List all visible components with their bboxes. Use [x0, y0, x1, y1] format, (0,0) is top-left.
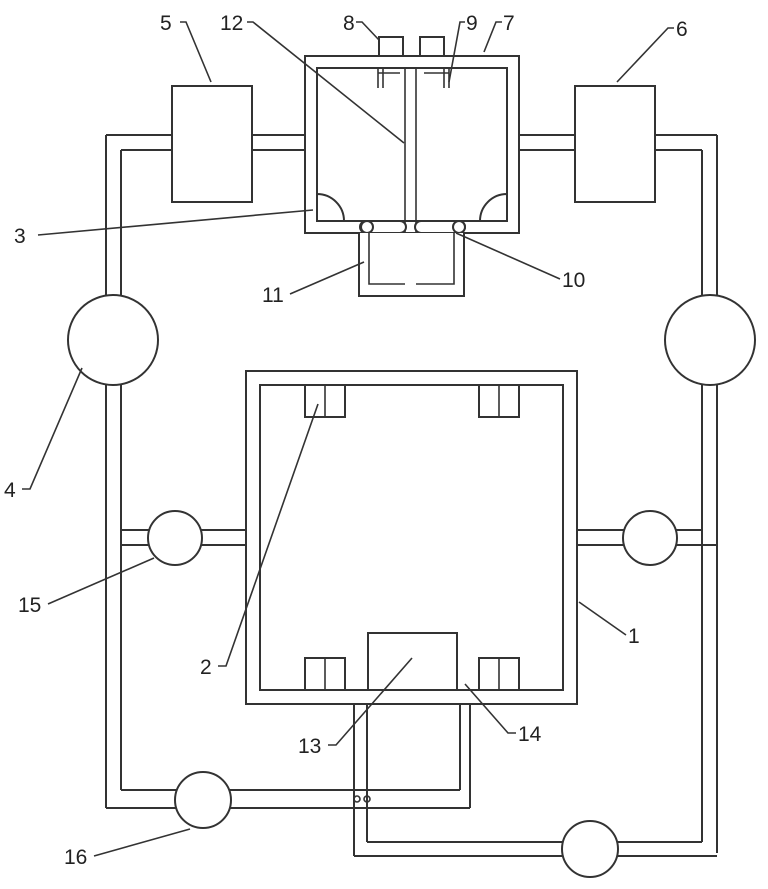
leader-15	[47, 557, 155, 605]
label-2: 2	[200, 656, 212, 679]
leader-2	[218, 403, 319, 667]
leader-6	[616, 27, 674, 83]
label-13: 13	[298, 735, 321, 758]
pump-16	[174, 771, 232, 829]
leader-10	[455, 232, 561, 280]
corner-3-right	[478, 192, 508, 222]
leader-1	[578, 601, 627, 636]
label-15: 15	[18, 594, 41, 617]
roller-10-a	[360, 220, 374, 234]
leader-14	[464, 683, 516, 734]
label-8: 8	[343, 12, 355, 35]
labels: 5 12 8 9 7 6 3 11 10 4 15 1 2 14 13 16	[4, 12, 688, 869]
container-7-inner	[316, 67, 508, 222]
valve-right	[622, 510, 678, 566]
leader-8	[356, 21, 380, 41]
roller-10-b	[452, 220, 466, 234]
label-9: 9	[466, 12, 478, 35]
valve-15	[147, 510, 203, 566]
leader-12	[247, 21, 405, 144]
leader-5	[180, 21, 212, 83]
leader-7	[483, 21, 502, 53]
leader-lines	[22, 21, 674, 857]
main-chamber-1	[245, 370, 578, 705]
label-6: 6	[676, 18, 688, 41]
pipe-crossing-2	[363, 795, 371, 803]
leader-16	[93, 828, 191, 857]
cap-8-left	[378, 36, 404, 57]
label-3: 3	[14, 225, 26, 248]
container-7	[304, 36, 520, 297]
leader-4	[22, 367, 83, 490]
device-13-box	[367, 632, 458, 691]
leader-9	[448, 21, 465, 83]
pump-bottom-right	[561, 820, 619, 878]
leader-13	[328, 657, 413, 746]
bracket-11-inner-right	[416, 233, 455, 285]
leader-3	[37, 209, 314, 236]
label-12: 12	[220, 12, 243, 35]
hook-9-left	[377, 68, 400, 88]
label-5: 5	[160, 12, 172, 35]
pump-4	[67, 294, 159, 386]
label-4: 4	[4, 479, 16, 502]
bracket-11-inner-left	[368, 233, 405, 285]
pipe-crossing-1	[353, 795, 361, 803]
corner-3-left	[316, 192, 346, 222]
label-14: 14	[518, 723, 542, 746]
label-10: 10	[562, 269, 585, 292]
label-11: 11	[262, 284, 284, 307]
pump-right-upper	[664, 294, 756, 386]
leader-11	[289, 261, 365, 295]
bracket-11	[358, 233, 465, 297]
label-1: 1	[628, 625, 640, 648]
pipe-network	[105, 134, 718, 857]
device-6-box	[574, 85, 656, 203]
cap-8-right	[419, 36, 445, 57]
label-16: 16	[64, 846, 87, 869]
device-5-box	[171, 85, 253, 203]
label-7: 7	[503, 12, 515, 35]
